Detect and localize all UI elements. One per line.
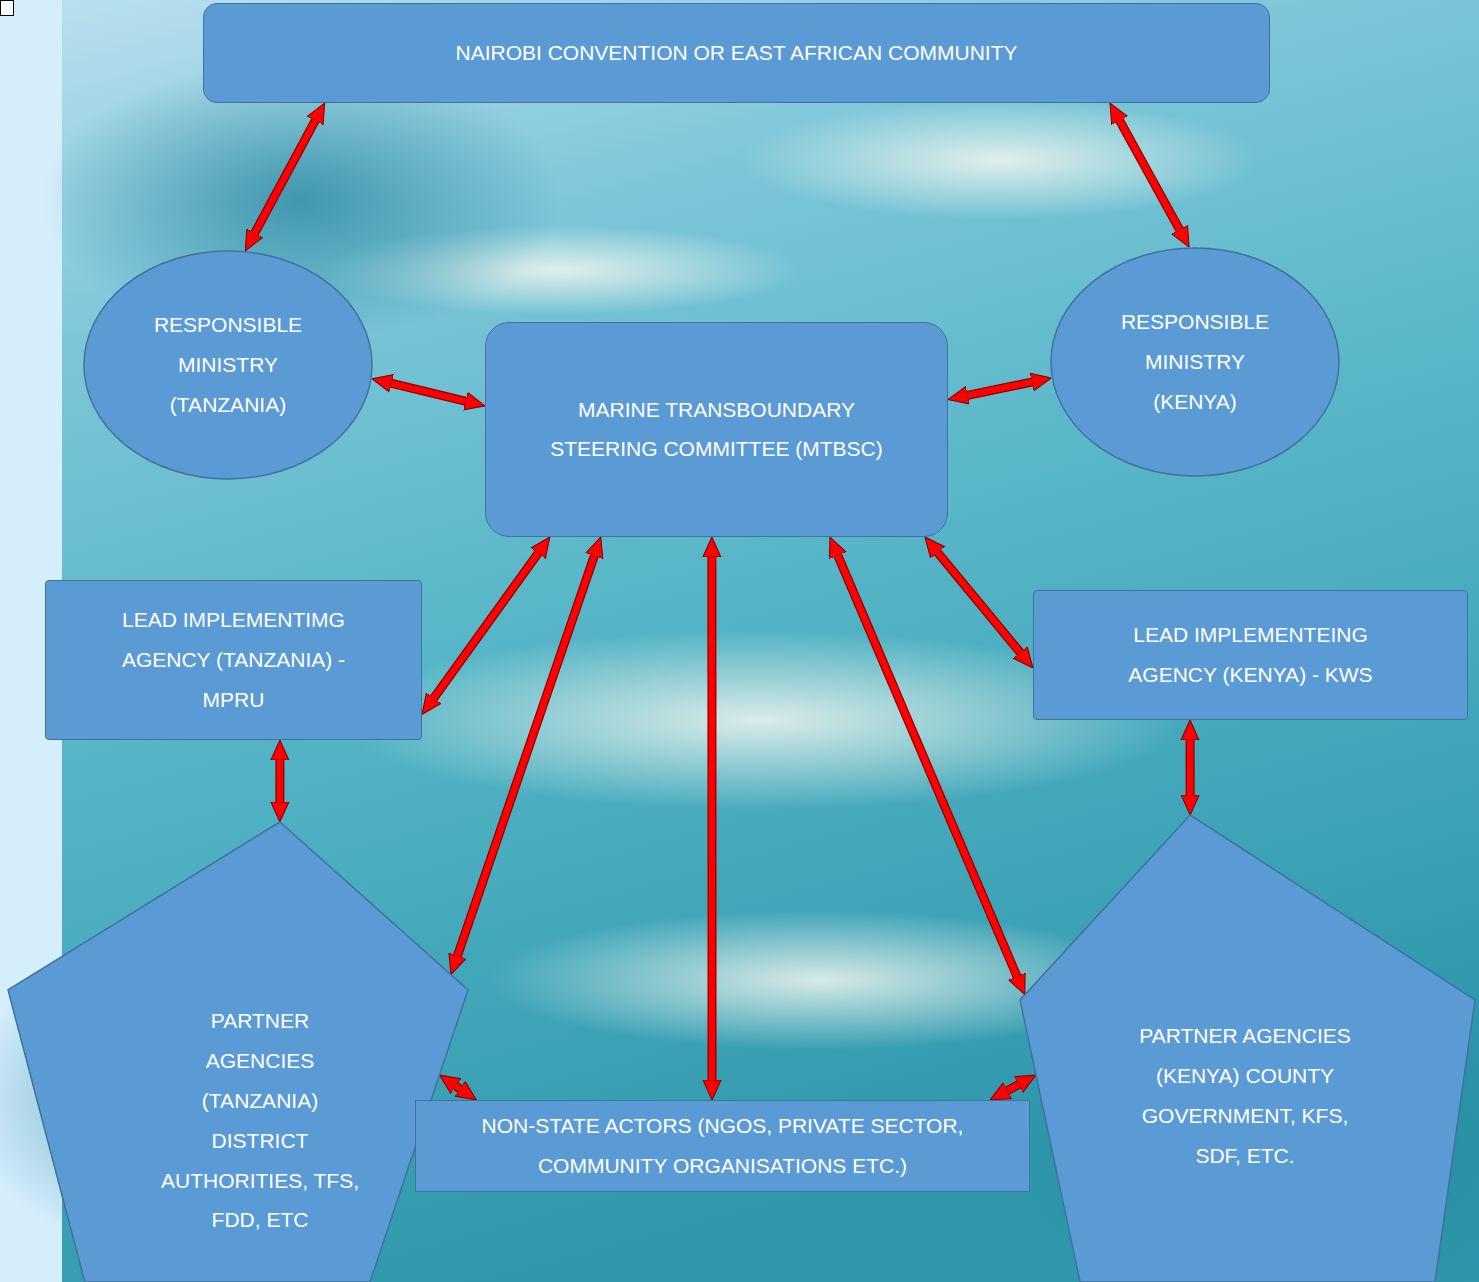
ministry-ellipse: RESPONSIBLE MINISTRY (TANZANIA) [83, 250, 373, 480]
arrow-shaft [934, 548, 1024, 657]
pentagon-shape [1020, 815, 1475, 1282]
arrow-outline [1186, 734, 1195, 801]
node-label: RESPONSIBLE MINISTRY (TANZANIA) [143, 305, 313, 425]
double-arrow [1190, 734, 1191, 801]
arrow-shaft [455, 550, 596, 961]
pentagon-shape [8, 822, 468, 1282]
double-arrow [711, 551, 712, 1086]
committee-box: MARINE TRANSBOUNDARY STEERING COMMITTEE … [485, 322, 948, 537]
arrow-outline [934, 548, 1024, 657]
text-block: LEAD IMPLEMENTEING AGENCY (KENYA) - KWS [1106, 615, 1396, 695]
agency-box: LEAD IMPLEMENTEING AGENCY (KENYA) - KWS [1033, 590, 1468, 720]
arrow-outline [962, 381, 1038, 397]
ellipse-shape [1051, 248, 1339, 476]
node-label: MARINE TRANSBOUNDARY STEERING COMMITTEE … [532, 390, 902, 470]
arrow-shaft [430, 548, 541, 703]
node-label: PARTNER AGENCIES (KENYA) COUNTY GOVERNME… [1120, 1016, 1370, 1176]
double-arrow [455, 550, 596, 961]
arrow-outline [455, 550, 596, 961]
arrow-shaft [1117, 115, 1183, 235]
ellipse-shape [84, 251, 372, 479]
pentagon-outline [1020, 815, 1475, 1282]
arrow-shaft [835, 550, 1019, 982]
double-arrow [386, 382, 472, 403]
double-arrow [430, 548, 541, 703]
arrow-outline [835, 550, 1019, 982]
arrow-outline [1002, 1082, 1023, 1094]
double-arrow [252, 115, 318, 238]
arrow-outline [275, 754, 284, 808]
node-label: RESPONSIBLE MINISTRY (KENYA) [1110, 302, 1280, 422]
text-block: RESPONSIBLE MINISTRY (TANZANIA) [143, 305, 313, 425]
arrow-outline [707, 551, 716, 1086]
text-block: LEAD IMPLEMENTIMG AGENCY (TANZANIA) - MP… [103, 600, 365, 720]
text-block: NAIROBI CONVENTION OR EAST AFRICAN COMMU… [237, 33, 1237, 73]
ministry-ellipse: RESPONSIBLE MINISTRY (KENYA) [1050, 247, 1340, 477]
node-label: NON-STATE ACTORS (NGOS, PRIVATE SECTOR, … [443, 1106, 1003, 1186]
framework-box: NAIROBI CONVENTION OR EAST AFRICAN COMMU… [203, 3, 1270, 103]
actors-box: NON-STATE ACTORS (NGOS, PRIVATE SECTOR, … [415, 1100, 1030, 1192]
double-arrow [835, 550, 1019, 982]
double-arrow [962, 381, 1038, 397]
arrow-outline [252, 115, 318, 238]
double-arrow [279, 754, 280, 808]
arrow-shaft [1002, 1082, 1023, 1094]
node-label: PARTNER AGENCIES (TANZANIA) DISTRICT AUT… [158, 1001, 363, 1240]
partner-pentagon: PARTNER AGENCIES (TANZANIA) DISTRICT AUT… [8, 822, 468, 1282]
arrow-shaft [709, 551, 716, 1086]
text-block: PARTNER AGENCIES (TANZANIA) DISTRICT AUT… [158, 1001, 363, 1240]
arrow-outline [430, 548, 541, 703]
double-arrow [1002, 1082, 1023, 1094]
arrow-shaft [252, 115, 318, 238]
text-block: PARTNER AGENCIES (KENYA) COUNTY GOVERNME… [1120, 1016, 1370, 1176]
node-label: NAIROBI CONVENTION OR EAST AFRICAN COMMU… [237, 33, 1237, 73]
double-arrow [1117, 115, 1183, 235]
partner-pentagon: PARTNER AGENCIES (KENYA) COUNTY GOVERNME… [1020, 815, 1475, 1282]
node-label: LEAD IMPLEMENTEING AGENCY (KENYA) - KWS [1106, 615, 1396, 695]
arrow-shaft [1187, 734, 1194, 801]
arrow-outline [386, 382, 472, 403]
sandbar [740, 100, 1260, 220]
arrow-shaft [386, 382, 472, 403]
node-label: LEAD IMPLEMENTIMG AGENCY (TANZANIA) - MP… [103, 600, 365, 720]
text-block: MARINE TRANSBOUNDARY STEERING COMMITTEE … [532, 390, 902, 470]
text-block: RESPONSIBLE MINISTRY (KENYA) [1110, 302, 1280, 422]
arrow-shaft [962, 381, 1038, 397]
arrow-shaft [277, 754, 284, 808]
agency-box: LEAD IMPLEMENTIMG AGENCY (TANZANIA) - MP… [45, 580, 422, 740]
arrow-outline [1117, 115, 1183, 235]
arrow-outline [451, 1083, 465, 1092]
arrow-shaft [451, 1083, 465, 1092]
corner-handle [1, 1, 14, 16]
double-arrow [934, 548, 1024, 657]
double-arrow [451, 1083, 465, 1092]
text-block: NON-STATE ACTORS (NGOS, PRIVATE SECTOR, … [443, 1106, 1003, 1186]
